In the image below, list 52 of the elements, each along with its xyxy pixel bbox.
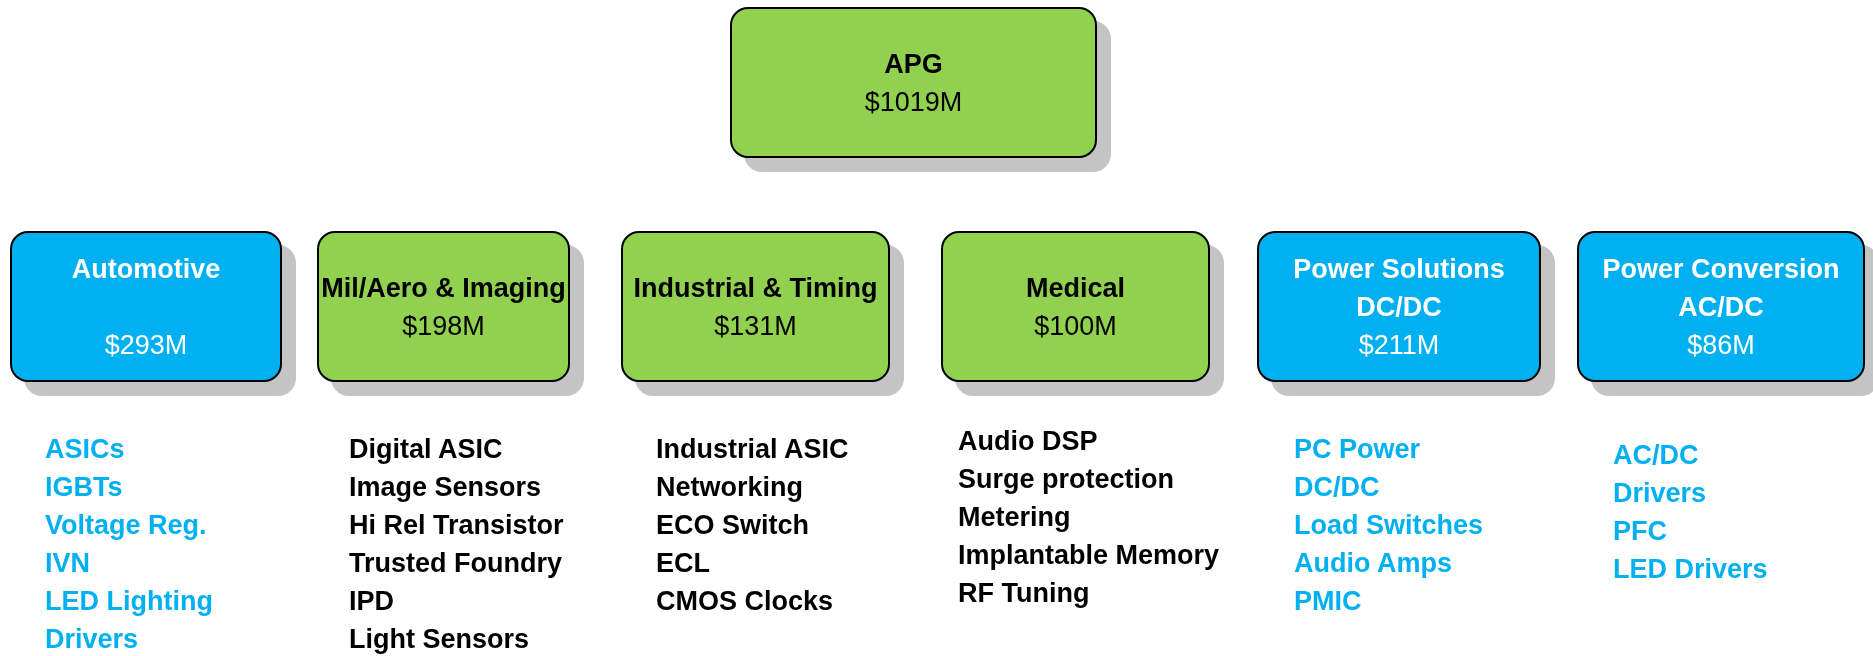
- product-item: ECO Switch: [656, 509, 811, 542]
- product-item: Audio DSP: [958, 425, 1099, 458]
- revenue-value: $1019M: [864, 85, 963, 119]
- segment-box: [1577, 231, 1865, 382]
- product-item: Metering: [958, 501, 1072, 534]
- product-item: PFC: [1613, 515, 1668, 548]
- product-item: PC Power: [1294, 433, 1422, 466]
- product-item: ASICs: [45, 433, 126, 466]
- segment-box: [941, 231, 1210, 382]
- product-item: Surge protection: [958, 463, 1175, 496]
- product-item: Light Sensors: [349, 623, 531, 656]
- product-item: IGBTs: [45, 471, 124, 504]
- product-item: Digital ASIC: [349, 433, 504, 466]
- segment-box: [1257, 231, 1541, 382]
- product-item: Networking: [656, 471, 804, 504]
- product-item: Audio Amps: [1294, 547, 1453, 580]
- product-item: Image Sensors: [349, 471, 543, 504]
- segment-box: [621, 231, 890, 382]
- root-box: [730, 7, 1097, 158]
- revenue-value: $100M: [1034, 309, 1117, 343]
- product-item: PMIC: [1294, 585, 1363, 618]
- revenue-value: $293M: [104, 328, 188, 362]
- revenue-value: $86M: [1687, 328, 1755, 362]
- product-item: IPD: [349, 585, 395, 618]
- segment-name: APG: [884, 47, 943, 81]
- segment-name: Medical: [1025, 271, 1125, 305]
- product-item: ECL: [656, 547, 711, 580]
- product-item: Industrial ASIC: [656, 433, 849, 466]
- revenue-value: $198M: [402, 309, 485, 343]
- product-item: Drivers: [1613, 477, 1708, 510]
- segment-name: Mil/Aero & Imaging: [321, 271, 566, 305]
- segment-name: Industrial & Timing: [633, 271, 878, 305]
- product-item: Voltage Reg.: [45, 509, 208, 542]
- revenue-value: $211M: [1358, 328, 1440, 362]
- product-item: LED Drivers: [1613, 553, 1768, 586]
- product-item: AC/DC: [1613, 439, 1700, 472]
- product-item: RF Tuning: [958, 577, 1091, 610]
- product-item: Hi Rel Transistor: [349, 509, 564, 542]
- segment-name: Power Solutions DC/DC: [1292, 252, 1506, 324]
- product-item: Implantable Memory: [958, 539, 1220, 572]
- revenue-value: $131M: [714, 309, 797, 343]
- segment-box: [10, 231, 282, 382]
- segment-name: Automotive: [71, 252, 221, 286]
- product-item: IVN: [45, 547, 91, 580]
- product-item: DC/DC: [1294, 471, 1381, 504]
- product-item: Drivers: [45, 623, 140, 656]
- segment-box: [317, 231, 570, 382]
- product-item: Load Switches: [1294, 509, 1484, 542]
- segment-name: Power Conversion AC/DC: [1601, 252, 1841, 324]
- product-item: Trusted Foundry: [349, 547, 563, 580]
- product-item: CMOS Clocks: [656, 585, 835, 618]
- product-item: LED Lighting: [45, 585, 213, 618]
